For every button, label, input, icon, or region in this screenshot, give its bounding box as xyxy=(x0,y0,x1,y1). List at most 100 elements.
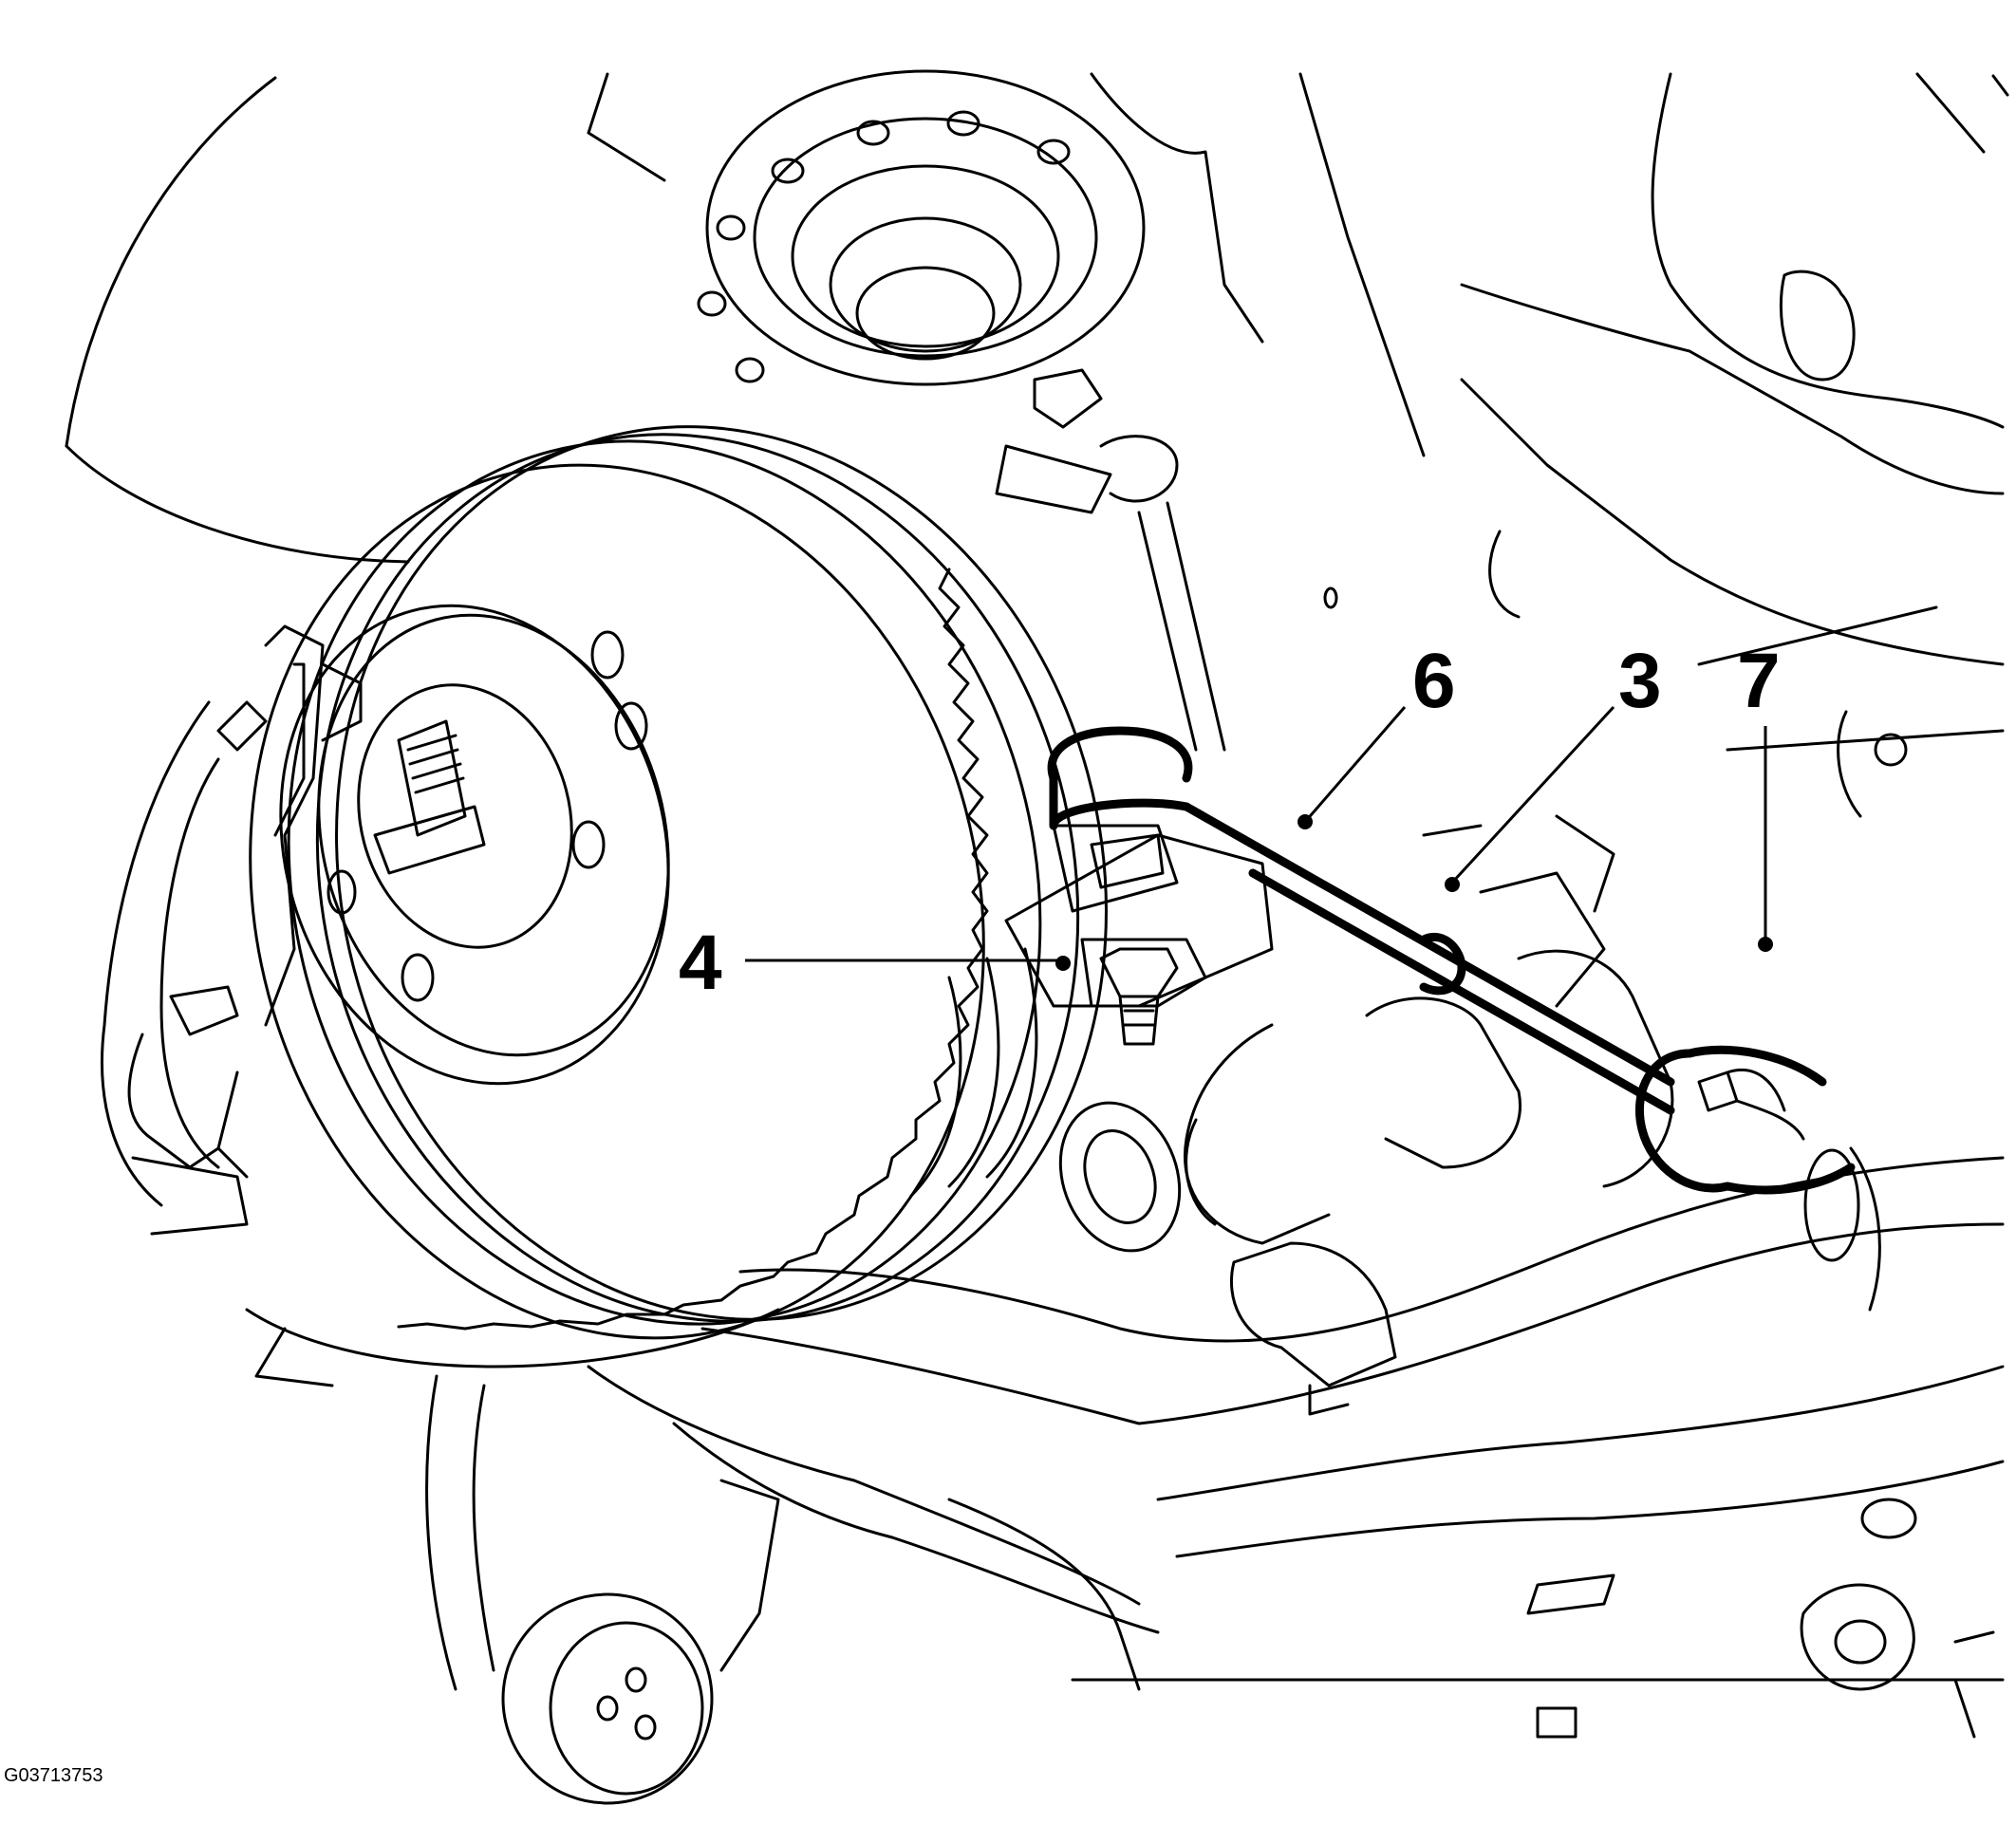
boot-fold-3 xyxy=(855,266,996,361)
lower-arm-bushing-inner xyxy=(1185,1118,1217,1226)
mount-bracket-curve xyxy=(1837,710,1862,818)
pulley-outer xyxy=(501,1592,714,1805)
wheel-bolt-hole-2 xyxy=(614,701,648,751)
pulley-bolt-1 xyxy=(625,1666,647,1693)
disc-outer-face xyxy=(249,463,985,1340)
subframe-nut xyxy=(1536,1706,1577,1739)
ball-joint-nut xyxy=(1099,947,1179,998)
subframe-corner xyxy=(1953,1630,1995,1739)
subframe-rail-top xyxy=(1156,1365,2005,1501)
subframe-front-inner xyxy=(672,1422,1160,1634)
axle-nut xyxy=(373,805,486,875)
body-panel-edge xyxy=(1298,72,1426,457)
ball-joint-stud xyxy=(1118,995,1160,1046)
knuckle-layer-3 xyxy=(909,976,962,1198)
right-bushing-outer xyxy=(1849,1146,1881,1312)
frame-rail-lower xyxy=(1460,378,2005,666)
leader-dot-6 xyxy=(1297,814,1313,829)
callouts: 4 6 3 7 xyxy=(679,638,1781,1006)
lower-housing-inner xyxy=(472,1384,495,1672)
knuckle-layer-2 xyxy=(947,957,1000,1188)
callout-label-7: 7 xyxy=(1737,638,1781,724)
subframe-mount xyxy=(1800,1583,1915,1691)
caliper-bolt-tab xyxy=(216,1070,249,1179)
stabilizer-link-nut xyxy=(1308,1384,1350,1416)
tie-rod-end xyxy=(1004,824,1274,1046)
inner-boot-left xyxy=(1184,1023,1331,1245)
pulley-bolt-2 xyxy=(596,1695,619,1722)
tie-rod-end-socket xyxy=(1090,833,1165,889)
disc-outer-edge xyxy=(287,439,1042,1326)
caliper-lower-edge xyxy=(131,1156,249,1236)
flange-bolt-7 xyxy=(735,357,765,383)
wheel-bolt-hole-3 xyxy=(571,820,606,869)
right-bushing xyxy=(1803,1148,1860,1262)
lower-arm-inner xyxy=(947,1498,1141,1691)
leader-dot-4 xyxy=(1055,956,1071,971)
subframe-mount-hole-2 xyxy=(1834,1619,1887,1665)
stabilizer-link-lower-joint xyxy=(1229,1241,1397,1387)
stabilizer-link-shaft xyxy=(1137,501,1226,752)
lower-bracket xyxy=(719,1479,780,1672)
figure-id: G03713753 xyxy=(4,1765,103,1786)
tone-ring-teeth xyxy=(397,568,989,1331)
subframe-mount-hole-1 xyxy=(1860,1498,1917,1539)
axle-thread xyxy=(406,734,465,794)
rack-lower-fold xyxy=(1517,949,1674,1188)
highlight-outer-joint-top xyxy=(1047,726,1193,783)
caliper-bracket xyxy=(101,624,363,1236)
link-upper-joint xyxy=(1099,435,1179,503)
tie-rod-end-boss xyxy=(1052,824,1179,913)
knuckle-layer-1 xyxy=(985,947,1038,1179)
lower-arm-bushing-core xyxy=(1083,1129,1157,1224)
caliper-clip xyxy=(216,700,268,752)
inner-tie-rod-nut xyxy=(1697,1070,1739,1112)
frame-hole xyxy=(1323,586,1338,609)
leader-line-3 xyxy=(1450,705,1615,884)
strut-mount xyxy=(995,368,1226,752)
tire-inner-arc xyxy=(65,444,410,564)
subframe-edges xyxy=(1422,814,1615,913)
lower-components xyxy=(425,1374,1141,1805)
caliper-lower-curve xyxy=(127,1033,220,1169)
frame-cross-lines xyxy=(1697,605,2005,752)
tie-rod-end-body xyxy=(1004,833,1274,1008)
lower-control-arm xyxy=(587,1156,2005,1739)
rack-housing-front xyxy=(1365,996,1521,1169)
flange-bolt-5 xyxy=(716,214,746,241)
steering-rack xyxy=(1058,871,1881,1312)
subframe-rail-bottom xyxy=(1175,1460,2005,1558)
wheel-bolt-hole-4 xyxy=(401,953,435,1002)
subframe-slot xyxy=(1526,1573,1615,1615)
dust-shield-inner xyxy=(159,757,220,1169)
highlight-outer-joint-band xyxy=(1049,798,1191,830)
hub-outer-ring xyxy=(279,604,670,1086)
caliper-tab xyxy=(321,662,363,742)
caliper-slot xyxy=(169,985,239,1036)
highlighted-tie-rod-assembly xyxy=(1047,726,1856,1195)
boot-fold-2 xyxy=(829,216,1022,353)
disc-vent-edge xyxy=(315,433,1080,1323)
body-corner-lines xyxy=(1915,72,2009,154)
boot-fold-1 xyxy=(791,164,1060,348)
highlight-tie-rod-lower xyxy=(1248,868,1675,1115)
body-edge-top xyxy=(587,72,666,182)
caliper-arm-upper xyxy=(264,624,325,1027)
hook-bracket xyxy=(1779,270,1856,382)
leader-dot-3 xyxy=(1445,877,1460,892)
lower-arm-bushing xyxy=(1058,1101,1182,1253)
flange-ring xyxy=(753,117,1098,358)
pulley-inner xyxy=(549,1621,704,1796)
callout-label-4: 4 xyxy=(679,920,722,1006)
hub-center xyxy=(357,683,573,949)
wheel-bolt-hole-5 xyxy=(327,869,357,915)
body-panel-right xyxy=(1651,72,2005,429)
hub-inner-ring xyxy=(317,613,670,1057)
pulley-bolt-3 xyxy=(634,1714,657,1741)
highlight-adjuster-sleeve xyxy=(1419,932,1466,996)
drive-shaft-flange xyxy=(697,69,1146,386)
wheel-bolt-hole-1 xyxy=(590,630,625,679)
tie-rod-end-lower xyxy=(1080,938,1207,1008)
knuckle xyxy=(909,947,1038,1198)
